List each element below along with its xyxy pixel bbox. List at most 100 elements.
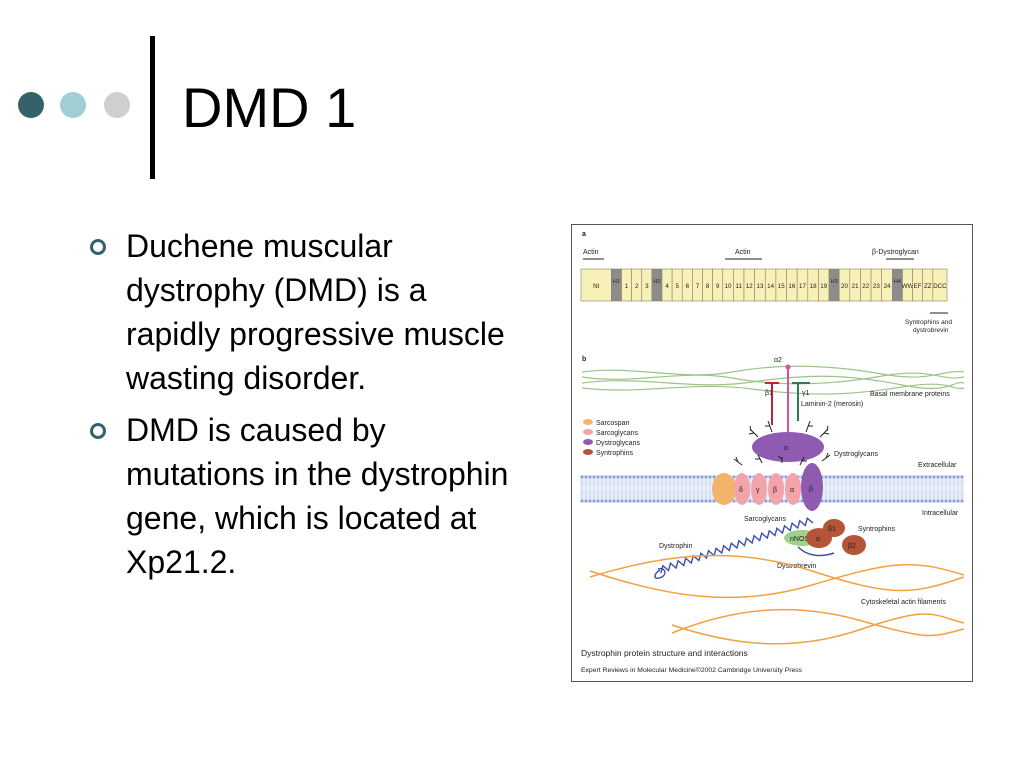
domain-label: 20 bbox=[841, 283, 848, 290]
lipid-head bbox=[868, 499, 872, 503]
glycan bbox=[777, 455, 783, 463]
lipid-head bbox=[616, 475, 620, 479]
alpha-sarcoglycan bbox=[785, 473, 801, 505]
actin-filament bbox=[671, 608, 965, 637]
lipid-head bbox=[784, 475, 788, 479]
lipid-head bbox=[660, 475, 664, 479]
lipid-head bbox=[960, 475, 964, 479]
lipid-head bbox=[904, 475, 908, 479]
lipid-head bbox=[912, 475, 916, 479]
lipid-head bbox=[732, 499, 736, 503]
legend-swatch bbox=[583, 439, 593, 445]
lipid-head bbox=[704, 475, 708, 479]
beta-dg-label: β bbox=[809, 486, 813, 493]
domain-label: H3 bbox=[831, 279, 838, 285]
glycan bbox=[765, 420, 773, 433]
lipid-head bbox=[648, 499, 652, 503]
lipid-head bbox=[644, 475, 648, 479]
lipid-head bbox=[672, 499, 676, 503]
beta1-label: β1 bbox=[765, 390, 773, 397]
domain-label: 10 bbox=[725, 283, 732, 290]
lipid-head bbox=[800, 499, 804, 503]
lipid-head bbox=[608, 499, 612, 503]
extracellular-label: Extracellular bbox=[918, 462, 957, 469]
lipid-head bbox=[700, 475, 704, 479]
lipid-head bbox=[892, 475, 896, 479]
dystrobrevin-coil bbox=[797, 546, 835, 557]
decoration-dot-grey bbox=[104, 92, 130, 118]
lipid-head bbox=[688, 475, 692, 479]
lipid-head bbox=[824, 475, 828, 479]
domain-cell bbox=[828, 268, 840, 302]
lipid-head bbox=[944, 475, 948, 479]
domain-label: 11 bbox=[735, 283, 742, 290]
lipid-head bbox=[856, 475, 860, 479]
domain-cell bbox=[580, 268, 612, 302]
lipid-head bbox=[908, 475, 912, 479]
lipid-head bbox=[848, 475, 852, 479]
domain-label: 21 bbox=[852, 283, 859, 290]
lipid-head bbox=[628, 499, 632, 503]
lipid-head bbox=[952, 499, 956, 503]
sarcoglycans-label: Sarcoglycans bbox=[744, 516, 787, 523]
legend-label: Dystroglycans bbox=[596, 440, 640, 447]
lipid-head bbox=[656, 499, 660, 503]
lipid-head bbox=[580, 499, 584, 503]
lipid-head bbox=[932, 499, 936, 503]
lipid-head bbox=[688, 499, 692, 503]
beta-dystroglycan bbox=[801, 463, 823, 511]
dystrophin-label: Dystrophin bbox=[659, 543, 693, 550]
dystrophin-n-terminus bbox=[654, 567, 666, 579]
lipid-head bbox=[580, 475, 584, 479]
lipid-head bbox=[764, 499, 768, 503]
syntrophins-label: Syntrophins bbox=[858, 526, 895, 533]
lipid-head bbox=[864, 499, 868, 503]
lipid-head bbox=[884, 499, 888, 503]
glycan-chains bbox=[733, 420, 831, 466]
lipid-head bbox=[920, 475, 924, 479]
bullet-item: Duchene muscular dystrophy (DMD) is a ra… bbox=[86, 224, 526, 400]
dystrophin-rod bbox=[654, 517, 814, 579]
lipid-head bbox=[636, 475, 640, 479]
lipid-head bbox=[704, 499, 708, 503]
domain-label: EF bbox=[914, 283, 922, 290]
lipid-head bbox=[956, 475, 960, 479]
lipid-head bbox=[680, 475, 684, 479]
lipid-head bbox=[928, 475, 932, 479]
lipid-head bbox=[900, 499, 904, 503]
figure-caption: Dystrophin protein structure and interac… bbox=[581, 648, 748, 658]
lipid-head bbox=[592, 499, 596, 503]
basal-membrane-fibers bbox=[581, 365, 965, 395]
intracellular-label: Intracellular bbox=[922, 510, 959, 517]
lipid-head bbox=[916, 499, 920, 503]
lipid-head bbox=[748, 475, 752, 479]
lipid-head bbox=[884, 475, 888, 479]
domain-label: 7 bbox=[696, 283, 700, 290]
domain-label: 23 bbox=[873, 283, 880, 290]
lipid-head bbox=[940, 475, 944, 479]
sarcospan bbox=[712, 473, 736, 505]
lipid-head bbox=[936, 499, 940, 503]
domain-label: 2 bbox=[635, 283, 639, 290]
beta-label: β bbox=[773, 487, 777, 494]
domain-cell bbox=[651, 268, 663, 302]
dystroglycans-label: Dystroglycans bbox=[834, 451, 878, 458]
lipid-head bbox=[852, 475, 856, 479]
lipid-head bbox=[896, 475, 900, 479]
lipid-head bbox=[748, 499, 752, 503]
lipid-head bbox=[908, 499, 912, 503]
lipid-head bbox=[832, 499, 836, 503]
lipid-head bbox=[888, 475, 892, 479]
lipid-head bbox=[844, 499, 848, 503]
lipid-head bbox=[676, 475, 680, 479]
lipid-head bbox=[860, 499, 864, 503]
domain-label: 22 bbox=[862, 283, 869, 290]
domain-label: 24 bbox=[884, 283, 891, 290]
lipid-head bbox=[612, 499, 616, 503]
domain-label: 9 bbox=[716, 283, 720, 290]
cytoskeletal-label: Cytoskeletal actin filaments bbox=[861, 599, 946, 606]
domain-label: 3 bbox=[645, 283, 649, 290]
glycan bbox=[805, 420, 813, 433]
legend-label: Sarcoglycans bbox=[596, 430, 639, 437]
